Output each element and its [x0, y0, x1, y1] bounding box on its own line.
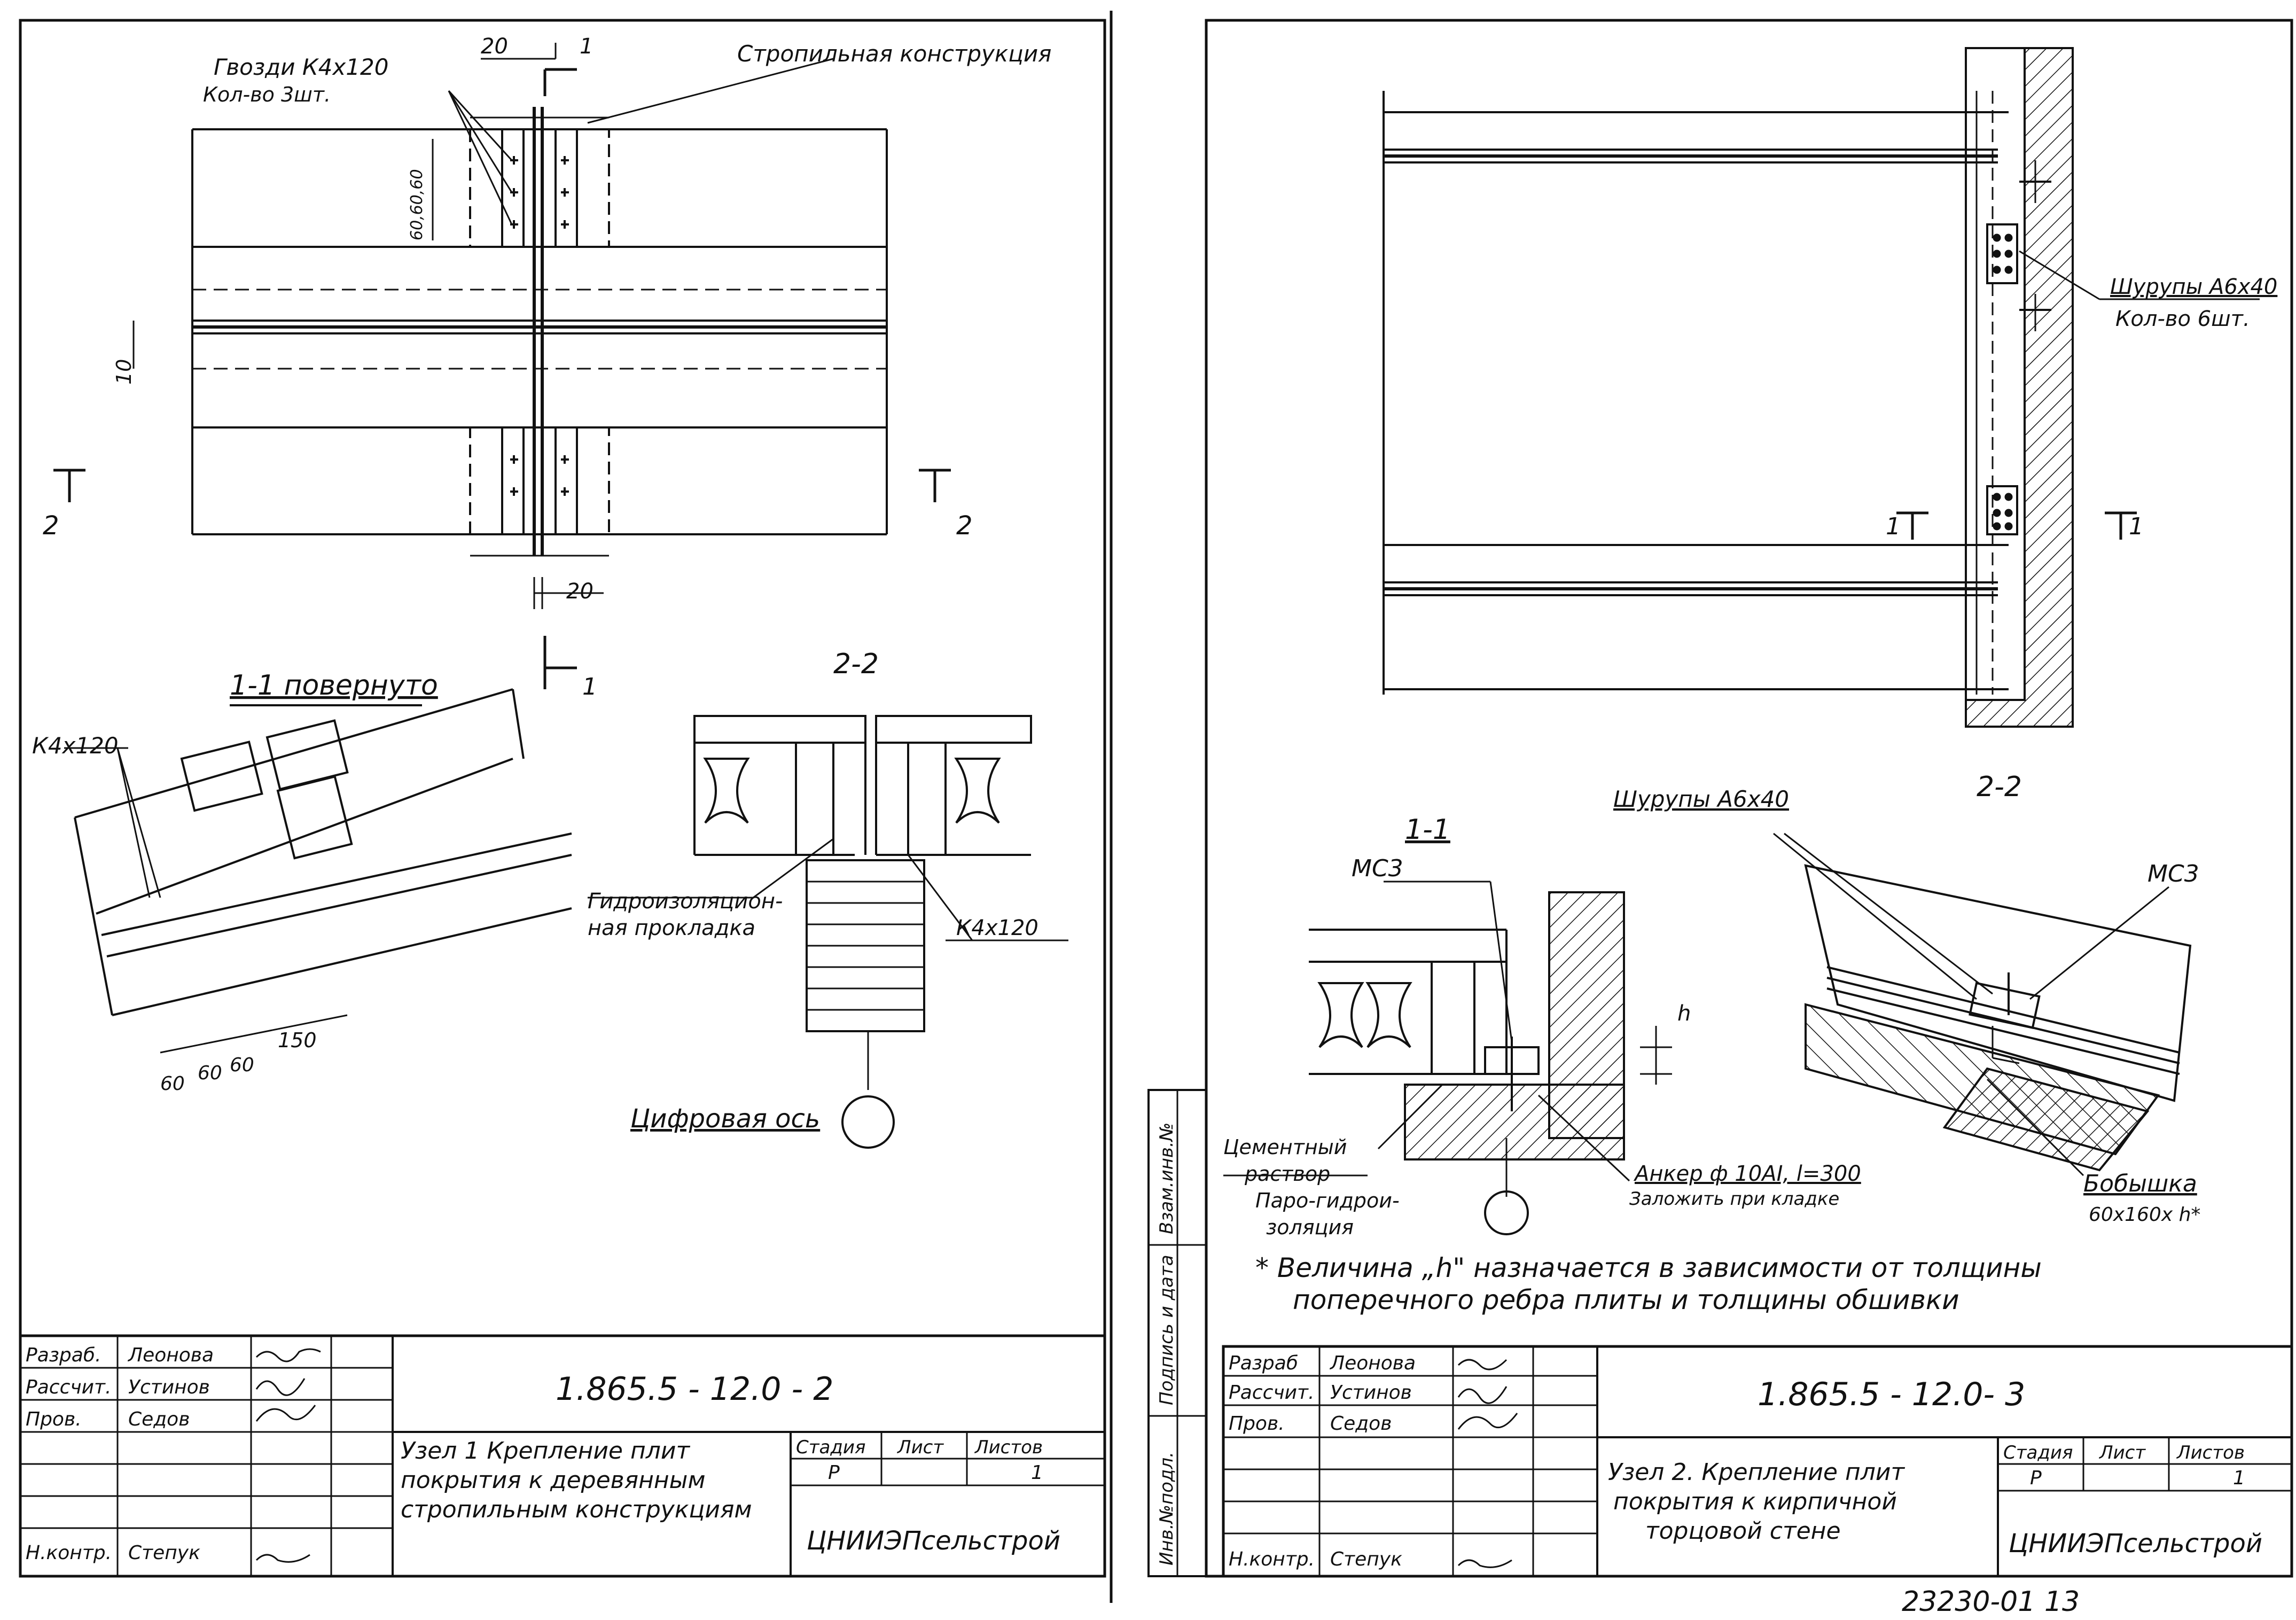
anchor-label-2: Заложить при кладке [1629, 1188, 1839, 1210]
mc3-left-label: МС3 [1352, 855, 1403, 882]
section-1-1-right-title: 1-1 [1405, 814, 1450, 846]
tb-right-sheets-value: 1 [2233, 1467, 2245, 1489]
side-stamp-2: Инв.№подл. [1156, 1452, 1177, 1566]
side-stamp [1147, 1089, 1207, 1577]
tb-right-title-3: торцовой стене [1645, 1517, 1841, 1545]
dim-20-bottom: 20 [566, 579, 593, 604]
left-sheet: Гвозди К4х120 Кол-во 3шт. Стропильная ко… [19, 19, 1106, 1578]
tb-right-title-1: Узел 2. Крепление плит [1608, 1459, 1905, 1486]
section-2-2-left-title: 2-2 [833, 648, 879, 680]
boss-label-2: 60х160х h* [2089, 1204, 2200, 1226]
tb-left-role-0: Разраб. [26, 1344, 101, 1366]
cut-1-top: 1 [580, 34, 593, 59]
cut-2-left: 2 [43, 511, 59, 541]
right-sheet: Взам.инв.№ Подпись и дата Инв.№подл. [1147, 19, 2293, 1578]
anchor-label-1: Анкер ф 10АI, l=300 [1633, 1162, 1861, 1186]
section-1-1-rotated [64, 688, 572, 1054]
tb-left-role-6: Н.контр. [26, 1542, 112, 1564]
rafter-label: Стропильная конструкция [737, 41, 1051, 67]
title-block-left [19, 1334, 1106, 1578]
tb-left-code: 1.865.5 - 12.0 - 2 [556, 1370, 833, 1408]
tb-left-stage-header: Стадия [796, 1437, 865, 1458]
dim-h: h [1677, 1001, 1691, 1026]
mc3-right-label: МС3 [2147, 860, 2199, 887]
cement-label-2: раствор [1244, 1162, 1330, 1186]
cement-label-1: Цементный [1223, 1135, 1347, 1159]
axis-label: Цифровая ось [630, 1104, 820, 1134]
tb-right-org: ЦНИИЭПсельстрой [2009, 1529, 2262, 1559]
screws-label-2: Шурупы А6х40 [1613, 786, 1789, 812]
tb-right-role-0: Разраб [1229, 1352, 1298, 1374]
tb-right-name-1: Устинов [1330, 1382, 1412, 1404]
cut-2-right: 2 [956, 511, 973, 541]
section-2-2-right [1773, 832, 2192, 1177]
section-1-1-title: 1-1 повернуто [230, 669, 438, 702]
plan-view-node2 [1383, 47, 2260, 728]
tb-left-sheet-header: Лист [896, 1437, 944, 1458]
tb-left-name-6: Степук [128, 1542, 200, 1564]
footer-number: 23230-01 13 [1902, 1586, 2080, 1618]
tb-right-sheet-header: Лист [2098, 1442, 2146, 1463]
note-line-1: * Величина „h" назначается в зависимости… [1255, 1252, 2042, 1283]
nails-label: Гвозди К4х120 [214, 54, 388, 80]
k4-right-label: К4х120 [956, 916, 1038, 940]
dim-20-top: 20 [481, 34, 508, 59]
dim-60a: 60 [160, 1073, 185, 1095]
tb-left-name-2: Седов [128, 1408, 190, 1430]
tb-right-name-2: Седов [1330, 1413, 1392, 1435]
section-2-2-right-title: 2-2 [1977, 771, 2022, 803]
tb-left-role-2: Пров. [26, 1408, 82, 1430]
side-stamp-1: Подпись и дата [1156, 1255, 1177, 1405]
tb-right-role-1: Рассчит. [1229, 1382, 1314, 1404]
vapor-label-1: Паро-гидрои- [1255, 1189, 1400, 1212]
tb-left-stage-value: Р [828, 1462, 840, 1484]
tb-right-role-2: Пров. [1229, 1413, 1285, 1435]
tb-left-title-3: стропильным конструкциям [401, 1496, 752, 1523]
tb-left-sheets-value: 1 [1031, 1462, 1043, 1484]
tb-right-role-6: Н.контр. [1229, 1548, 1315, 1570]
tb-left-name-0: Леонова [127, 1344, 214, 1366]
tb-right-stage-header: Стадия [2003, 1442, 2073, 1463]
tb-left-title-1: Узел 1 Крепление плит [401, 1437, 690, 1465]
dim-150: 150 [278, 1029, 317, 1052]
tb-right-stage-value: Р [2030, 1467, 2042, 1489]
dim-10: 10 [112, 359, 136, 385]
cut-1-bottom: 1 [582, 673, 597, 700]
dim-60b: 60 [198, 1062, 222, 1084]
boss-label-1: Бобышка [2083, 1170, 2197, 1197]
side-stamp-0: Взам.инв.№ [1156, 1123, 1177, 1234]
dim-60c: 60 [230, 1054, 254, 1076]
tb-right-name-0: Леонова [1329, 1352, 1416, 1374]
screws-count-label: Кол-во 6шт. [2115, 307, 2250, 331]
cut-1b: 1 [2129, 513, 2144, 540]
title-block-right [1222, 1345, 2293, 1578]
tb-left-role-1: Рассчит. [26, 1376, 111, 1398]
tb-right-sheets-header: Листов [2176, 1442, 2245, 1463]
section-2-2-left [588, 715, 1068, 1149]
screws-label-1: Шурупы А6х40 [2110, 275, 2277, 299]
tb-right-code: 1.865.5 - 12.0- 3 [1758, 1376, 2025, 1413]
cut-1a: 1 [1886, 513, 1901, 540]
tb-left-name-1: Устинов [128, 1376, 210, 1398]
k4-left-label: К4х120 [32, 733, 119, 759]
note-line-2: поперечного ребра плиты и толщины обшивк… [1293, 1284, 1959, 1315]
plan-view-node1 [53, 43, 951, 689]
nails-count-label: Кол-во 3шт. [203, 83, 331, 106]
dim-stack: 60,60,60 [408, 169, 426, 240]
tb-left-sheets-header: Листов [974, 1437, 1043, 1458]
waterproof-label-2: ная прокладка [588, 916, 755, 940]
signatures-left [255, 1348, 321, 1563]
signatures-right [1457, 1359, 1518, 1568]
waterproof-label-1: Гидроизоляцион- [588, 889, 783, 914]
tb-right-name-6: Степук [1330, 1548, 1402, 1570]
tb-right-title-2: покрытия к кирпичной [1613, 1488, 1897, 1515]
vapor-label-2: золяция [1266, 1216, 1354, 1239]
tb-left-org: ЦНИИЭПсельстрой [807, 1526, 1060, 1556]
section-1-1-right [1223, 881, 1672, 1235]
tb-left-title-2: покрытия к деревянным [401, 1467, 706, 1494]
